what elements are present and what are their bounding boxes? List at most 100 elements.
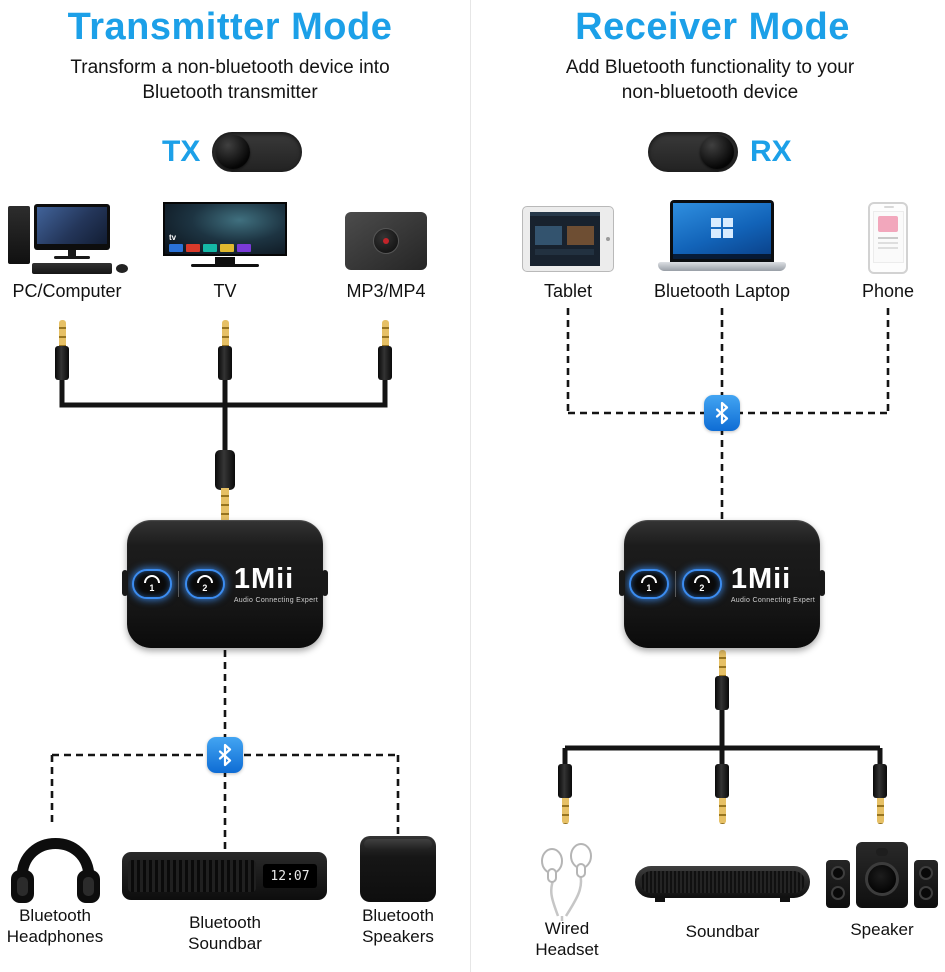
pairing-button-1[interactable]: 1 (628, 569, 669, 599)
speaker-label: Speaker (850, 920, 914, 939)
phone-icon (868, 202, 908, 274)
satellite-speaker (826, 860, 850, 908)
tablet-camera (606, 237, 610, 241)
speaker-system-icon (826, 836, 938, 912)
mp3-record-dot (383, 238, 389, 244)
wired-earbuds-icon (541, 843, 592, 921)
pc-keyboard (32, 263, 112, 274)
brand-logo: 1Mii (730, 562, 792, 595)
bluetooth-speakers-label: Bluetooth Speakers (362, 906, 434, 947)
soundbar-label: Soundbar (685, 922, 760, 941)
bluetooth-glyph (218, 743, 232, 767)
tv-label: TV (213, 281, 237, 301)
tx-toggle-group: TX (162, 132, 303, 172)
audio-jack-plug (55, 320, 69, 380)
phone-speaker (884, 206, 894, 208)
headset-arc-icon (143, 575, 160, 583)
bluetooth-speaker-icon (360, 836, 436, 902)
transmitter-subtitle: Transform a non-bluetooth device into Bl… (20, 56, 440, 105)
bluetooth-icon (704, 395, 740, 431)
headphones-icon (11, 838, 100, 903)
bluetooth-laptop-label: Bluetooth Laptop (653, 281, 791, 301)
phone-screen (873, 211, 904, 263)
subtitle-line-1: Add Bluetooth functionality to your (565, 57, 855, 78)
brand-tagline: Audio Connecting Expert (730, 596, 816, 604)
pairing-button-1[interactable]: 1 (131, 569, 172, 599)
subtitle-line-1: Transform a non-bluetooth device into (70, 57, 390, 78)
pc-computer-icon (8, 204, 128, 276)
rx-label: RX (750, 135, 792, 168)
pairing-button-2[interactable]: 2 (681, 569, 722, 599)
button-separator (674, 571, 676, 597)
column-divider (470, 0, 471, 972)
album-art (878, 216, 898, 232)
button-separator (177, 571, 179, 597)
subwoofer (856, 842, 908, 908)
phone-label: Phone (861, 281, 915, 301)
soundbar-clock: 12:07 (263, 864, 317, 888)
bluetooth-adapter-device: 1 2 1Mii Audio Connecting Expert (619, 520, 825, 648)
tv-screen: tv (163, 202, 287, 256)
receiver-subtitle: Add Bluetooth functionality to your non-… (500, 56, 920, 105)
audio-jack-plug (715, 650, 729, 710)
bluetooth-adapter-device: 1 2 1Mii Audio Connecting Expert (122, 520, 328, 648)
laptop-base (658, 262, 786, 271)
bluetooth-glyph (715, 401, 729, 425)
tablet-label: Tablet (543, 281, 593, 301)
tv-stand (215, 257, 235, 264)
bluetooth-soundbar-label: Bluetooth Soundbar (188, 913, 262, 954)
soundbar-icon (635, 866, 810, 902)
pc-computer-label: PC/Computer (12, 281, 122, 301)
subtitle-line-2: Bluetooth transmitter (142, 81, 318, 103)
rx-toggle-group: RX (648, 132, 792, 172)
headset-arc-icon (640, 575, 657, 583)
laptop-screen (670, 200, 774, 262)
tablet-icon (522, 206, 614, 272)
audio-jack-plug (218, 320, 232, 380)
receiver-mode-title: Receiver Mode (575, 6, 850, 48)
soundbar-mesh (640, 871, 805, 893)
tv-base (191, 264, 259, 267)
text-lines (878, 237, 898, 239)
subtitle-line-2: non-bluetooth device (621, 81, 799, 103)
speaker-top (364, 839, 432, 849)
audio-jack-plug (873, 764, 887, 824)
brand-logo: 1Mii (233, 562, 295, 595)
mp3-mp4-label: MP3/MP4 (346, 281, 426, 301)
audio-jack-plug (558, 764, 572, 824)
brand-block: 1Mii Audio Connecting Expert (730, 562, 816, 604)
headset-arc-icon (693, 575, 710, 583)
audio-jack-plug (715, 764, 729, 824)
rx-toggle-switch[interactable] (648, 132, 738, 172)
laptop-desktop (673, 203, 771, 259)
pairing-button-2[interactable]: 2 (184, 569, 225, 599)
tv-logo: tv (169, 233, 177, 242)
soundbar-feet (655, 898, 665, 902)
audio-jack-plug (378, 320, 392, 380)
tv-icon: tv (163, 202, 287, 272)
pairing-buttons: 1 2 (131, 569, 225, 599)
pairing-buttons: 1 2 (628, 569, 722, 599)
tx-toggle-switch[interactable] (212, 132, 303, 172)
soundbar-grille (128, 860, 256, 892)
laptop-icon (658, 200, 786, 274)
pc-monitor-stand (68, 250, 76, 256)
pc-tower (8, 206, 30, 264)
pc-monitor-base (54, 256, 90, 259)
transmitter-mode-title: Transmitter Mode (67, 6, 393, 48)
bluetooth-soundbar-icon: 12:07 (122, 852, 327, 900)
pc-screen (37, 207, 107, 244)
windows-logo-icon (711, 218, 733, 238)
satellite-speaker (914, 860, 938, 908)
cable-connector (215, 450, 235, 490)
toggle-knob (216, 135, 251, 169)
brand-block: 1Mii Audio Connecting Expert (233, 562, 319, 604)
brand-tagline: Audio Connecting Expert (233, 596, 319, 604)
pc-mouse (116, 264, 128, 273)
tx-label: TX (162, 135, 201, 168)
toggle-knob (700, 135, 734, 169)
mp3-player-icon (345, 212, 427, 270)
headset-arc-icon (196, 575, 213, 583)
